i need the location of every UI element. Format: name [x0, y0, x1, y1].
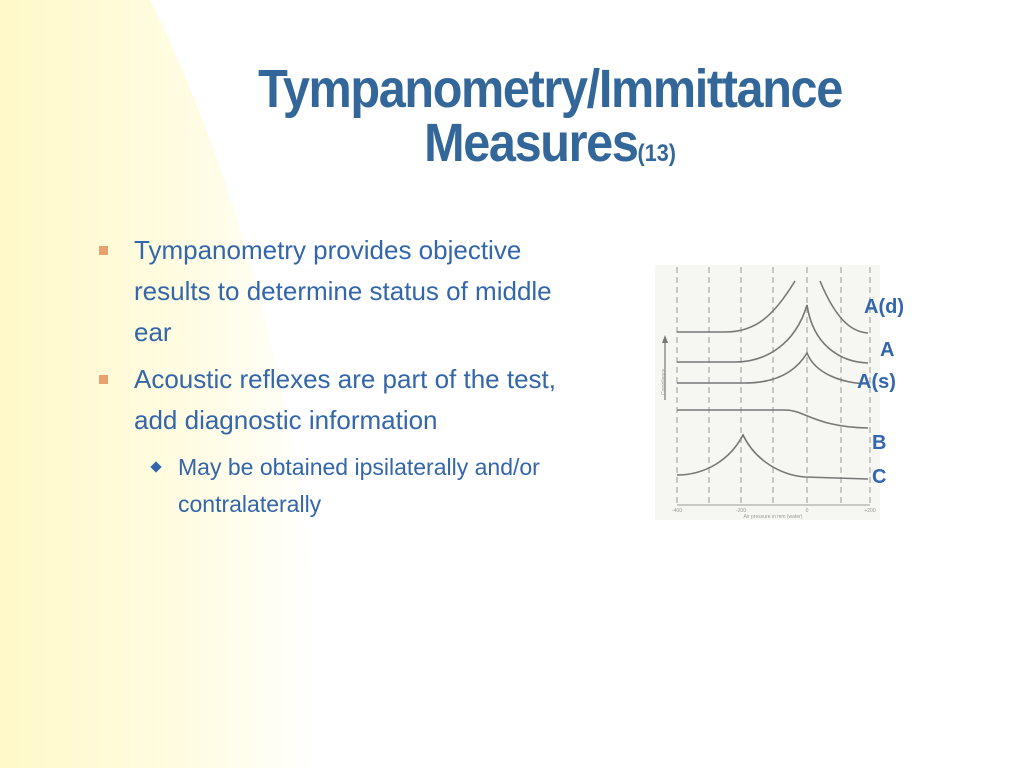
title-reference: (13): [637, 140, 676, 167]
y-axis-label: Compliance: [661, 368, 667, 395]
bullet-list: Tympanometry provides objective results …: [96, 230, 596, 523]
sub-bullet-text: May be obtained ipsilaterally and/or con…: [178, 454, 540, 517]
tympanogram-curves: [676, 280, 869, 480]
title-line-1: Tympanometry/Immittance: [258, 59, 843, 119]
title-line-2: Measures(13): [145, 116, 955, 181]
title-measures: Measures: [424, 113, 639, 173]
diamond-bullet-icon: [150, 461, 162, 473]
bullet-text: Tympanometry provides objective results …: [134, 235, 552, 347]
bullet-item: Tympanometry provides objective results …: [96, 230, 596, 353]
x-axis-label: Air pressure in mm (water): [744, 514, 803, 520]
square-bullet-icon: [99, 375, 108, 384]
slide-title: Tympanometry/Immittance Measures(13): [145, 62, 955, 181]
square-bullet-icon: [99, 246, 108, 255]
curve-label-as: A(s): [857, 371, 896, 393]
curve-label-b: B: [872, 432, 887, 454]
x-tick-label: 0: [806, 508, 809, 514]
x-tick-label: -200: [736, 508, 746, 514]
curve-label-c: C: [872, 466, 887, 488]
diagram-background: [655, 265, 880, 520]
curve-label-ad: A(d): [864, 296, 904, 318]
x-tick-label: -400: [672, 508, 682, 514]
tympanogram-diagram: Compliance -400 -200 0 +200 Air pressure…: [655, 265, 880, 520]
bullet-item: Acoustic reflexes are part of the test, …: [96, 359, 596, 441]
sub-bullet-item: May be obtained ipsilaterally and/or con…: [96, 449, 596, 523]
bullet-text: Acoustic reflexes are part of the test, …: [134, 364, 556, 435]
curve-label-a: A: [880, 339, 895, 361]
arrow-up-icon: [662, 335, 668, 343]
x-tick-label: +200: [864, 508, 875, 514]
